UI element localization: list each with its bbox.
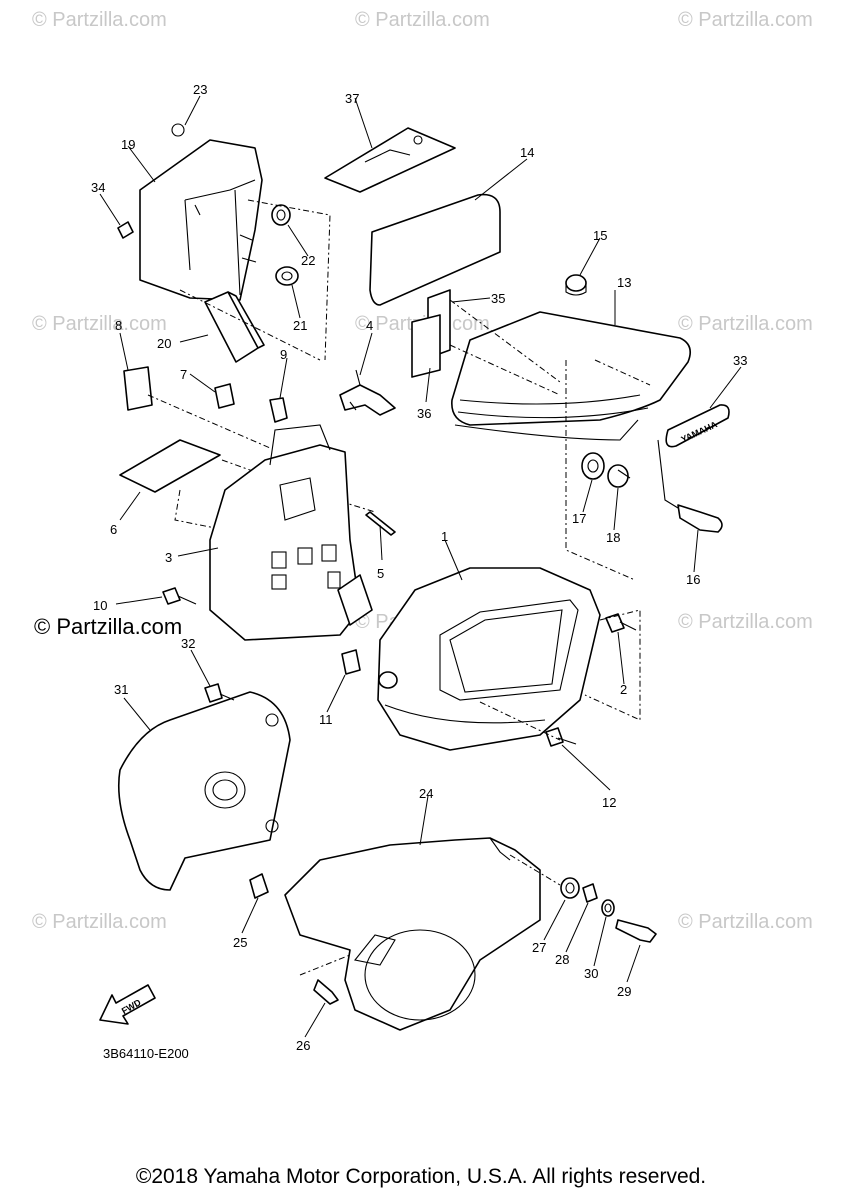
part-36-pad [411, 314, 441, 378]
callout-5: 5 [377, 566, 384, 581]
part-31-cover [117, 691, 291, 891]
callout-25: 25 [233, 935, 247, 950]
part-12-bolt [545, 727, 577, 747]
part-22-grommet [271, 204, 291, 226]
callout-23: 23 [193, 82, 207, 97]
callout-9: 9 [280, 347, 287, 362]
callout-26: 26 [296, 1038, 310, 1053]
callout-6: 6 [110, 522, 117, 537]
part-32-bolt [204, 683, 235, 703]
callout-2: 2 [620, 682, 627, 697]
callout-35: 35 [491, 291, 505, 306]
part-26-bolt [313, 979, 339, 1005]
callout-37: 37 [345, 91, 359, 106]
part-33-emblem: YAMAHA [665, 404, 730, 448]
callout-14: 14 [520, 145, 534, 160]
part-25-cap [249, 873, 269, 899]
part-5-pin [365, 511, 396, 536]
callout-12: 12 [602, 795, 616, 810]
watermark: © Partzilla.com [678, 9, 813, 31]
part-9-clip [269, 397, 288, 423]
part-18-grommet [607, 464, 631, 488]
callout-7: 7 [180, 367, 187, 382]
part-15-grommet [565, 274, 587, 296]
callout-15: 15 [593, 228, 607, 243]
part-11-clip [341, 649, 361, 675]
part-6-pad [119, 439, 221, 493]
callout-20: 20 [157, 336, 171, 351]
callout-19: 19 [121, 137, 135, 152]
callout-4: 4 [366, 318, 373, 333]
part-3-battery-box [209, 424, 373, 641]
callout-18: 18 [606, 530, 620, 545]
part-7-damper [214, 383, 235, 409]
callout-11: 11 [319, 712, 333, 727]
part-16-lock [657, 439, 723, 533]
part-14-panel [369, 193, 501, 306]
callout-30: 30 [584, 966, 598, 981]
diagram-code: 3B64110-E200 [103, 1046, 189, 1061]
fwd-arrow-icon: FWD [99, 984, 156, 1025]
part-13-cover [451, 311, 691, 441]
callout-24: 24 [419, 786, 433, 801]
watermark: © Partzilla.com [678, 313, 813, 335]
callout-1: 1 [441, 529, 448, 544]
watermark: © Partzilla.com [678, 611, 813, 633]
callout-17: 17 [572, 511, 586, 526]
part-30-washer [601, 899, 615, 917]
watermark: © Partzilla.com [355, 9, 490, 31]
part-21-grommet [275, 266, 299, 286]
part-20-block [204, 291, 265, 363]
part-1-airbox [377, 567, 601, 751]
callout-33: 33 [733, 353, 747, 368]
callout-34: 34 [91, 180, 105, 195]
watermark: © Partzilla.com [32, 313, 167, 335]
part-10-bolt [162, 587, 197, 605]
watermark: © Partzilla.com [32, 911, 167, 933]
watermark: © Partzilla.com [678, 911, 813, 933]
callout-8: 8 [115, 318, 122, 333]
callout-27: 27 [532, 940, 546, 955]
brand-watermark: © Partzilla.com [34, 614, 182, 639]
part-8-pad [123, 366, 153, 411]
part-37-panel [324, 127, 456, 193]
callout-13: 13 [617, 275, 631, 290]
part-28-collar [582, 883, 598, 903]
part-2-bolt [605, 613, 637, 633]
watermark: © Partzilla.com [32, 9, 167, 31]
part-19-cover [139, 123, 263, 301]
part-34-clip [117, 221, 134, 239]
part-29-bolt [615, 919, 657, 943]
callout-numbers: 23 19 34 22 21 20 37 14 15 13 35 36 4 33… [91, 82, 747, 1053]
part-17-nut [581, 452, 605, 480]
part-27-grommet [560, 877, 580, 899]
leader-lines [99, 95, 742, 1038]
callout-28: 28 [555, 952, 569, 967]
callout-3: 3 [165, 550, 172, 565]
callout-36: 36 [417, 406, 431, 421]
callout-29: 29 [617, 984, 631, 999]
callout-16: 16 [686, 572, 700, 587]
part-4-bracket [339, 384, 396, 416]
callout-21: 21 [293, 318, 307, 333]
callout-32: 32 [181, 636, 195, 651]
callout-10: 10 [93, 598, 107, 613]
callout-22: 22 [301, 253, 315, 268]
callout-31: 31 [114, 682, 128, 697]
part-24-intake [284, 837, 541, 1031]
copyright-notice: ©2018 Yamaha Motor Corporation, U.S.A. A… [136, 1165, 706, 1188]
